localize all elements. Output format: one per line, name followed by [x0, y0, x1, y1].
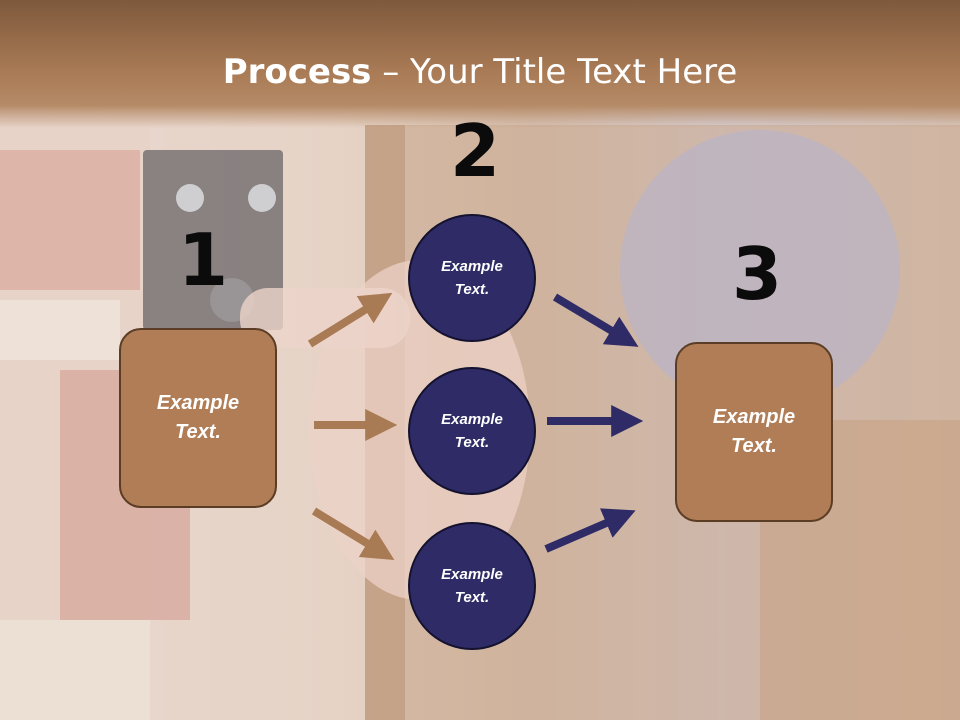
- page-title: Process – Your Title Text Here: [0, 52, 960, 92]
- step-2-circle-2: Example Text.: [408, 367, 536, 495]
- step-3-number: 3: [732, 232, 783, 316]
- step-1-text: Example Text.: [156, 392, 240, 443]
- title-rest: – Your Title Text Here: [371, 52, 738, 92]
- arrow-circle-3-to-3: [544, 508, 636, 553]
- step-1-number: 1: [178, 218, 229, 302]
- arrow-1-to-circle-1: [307, 292, 393, 348]
- step-2-circle-2-text: Example Text.: [441, 411, 503, 451]
- title-bold: Process: [222, 52, 372, 92]
- brick: [0, 150, 140, 290]
- screw: [248, 184, 276, 212]
- step-3-text: Example Text.: [712, 406, 796, 457]
- title-bar: [0, 0, 960, 128]
- screw: [176, 184, 204, 212]
- step-2-number: 2: [450, 109, 501, 193]
- mortar: [0, 620, 150, 720]
- sleeve: [620, 130, 900, 410]
- arrow-1-to-circle-3: [311, 507, 395, 560]
- step-2-circle-3-text: Example Text.: [441, 566, 503, 606]
- step-2-circle-3: Example Text.: [408, 522, 536, 650]
- step-1-box: Example Text.: [119, 328, 277, 508]
- mortar: [0, 300, 120, 360]
- arrow-circle-1-to-3: [552, 293, 639, 347]
- step-2-circle-1-text: Example Text.: [441, 258, 503, 298]
- step-3-box: Example Text.: [675, 342, 833, 522]
- step-2-circle-1: Example Text.: [408, 214, 536, 342]
